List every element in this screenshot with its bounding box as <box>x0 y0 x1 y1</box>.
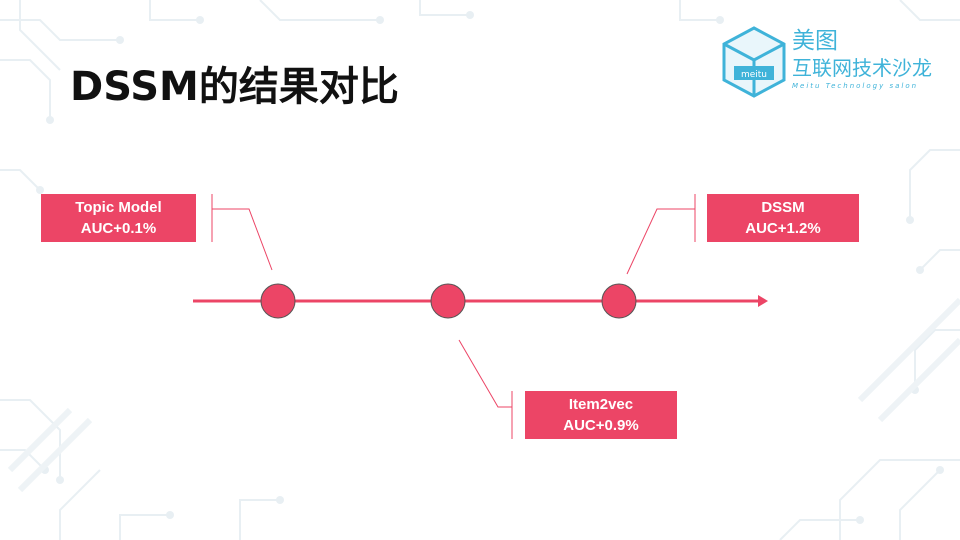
connector-item2vec <box>458 339 513 439</box>
timeline-arrow-icon <box>758 295 768 307</box>
connector-topic <box>211 194 273 271</box>
logo-name: 美图 <box>792 28 838 54</box>
logo-english: Meitu Technology salon <box>792 82 919 90</box>
milestone-name: Item2vec <box>568 396 634 413</box>
milestone-metric: AUC+0.9% <box>563 417 639 434</box>
logo-subtitle: 互联网技术沙龙 <box>792 56 932 80</box>
page-title: DSSM的结果对比 <box>70 64 399 110</box>
meitu-logo: meitu 美图 互联网技术沙龙 Meitu Technology salon <box>722 22 942 102</box>
connector-dssm <box>626 194 696 275</box>
milestone-node <box>430 283 466 319</box>
milestone-metric: AUC+0.1% <box>80 220 157 237</box>
milestone-node <box>260 283 296 319</box>
logo-badge-text: meitu <box>741 70 767 80</box>
milestone-name: Topic Model <box>75 199 162 216</box>
milestone-box-topic-model: Topic Model AUC+0.1% <box>41 194 196 242</box>
milestone-metric: AUC+1.2% <box>745 220 821 237</box>
milestone-box-dssm: DSSM AUC+1.2% <box>707 194 859 242</box>
milestone-name: DSSM <box>761 199 805 216</box>
milestone-box-item2vec: Item2vec AUC+0.9% <box>525 391 677 439</box>
milestone-node <box>601 283 637 319</box>
cube-icon: meitu <box>722 26 786 98</box>
